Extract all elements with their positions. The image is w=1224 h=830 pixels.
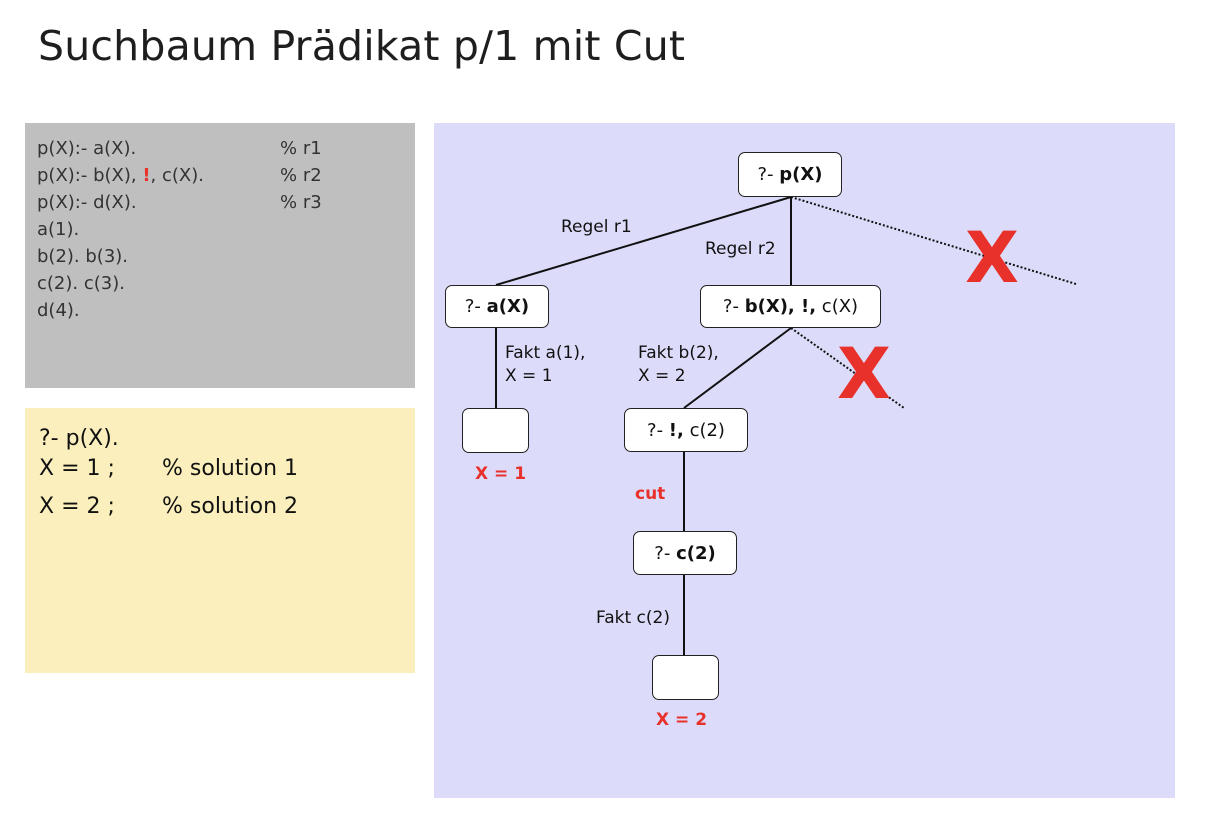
edge-label-fakt-b-binding: X = 2	[638, 366, 686, 386]
empty-goal-node-2	[652, 655, 719, 700]
node-prefix: ?-	[647, 419, 669, 441]
program-fact-d: d(4).	[37, 300, 80, 321]
tree-node-a: ?- a(X)	[445, 285, 549, 328]
answer-binding-1: X = 1 ;	[39, 456, 115, 481]
program-line-code: , c(X).	[150, 165, 204, 186]
program-panel: p(X):- a(X). % r1 p(X):- b(X), !, c(X). …	[25, 123, 415, 388]
node-goal: c(2)	[676, 542, 716, 564]
tree-node-c: ?- c(2)	[633, 531, 737, 575]
node-prefix: ?-	[757, 164, 780, 185]
page-title: Suchbaum Prädikat p/1 mit Cut	[38, 22, 686, 70]
node-prefix: ?-	[654, 542, 677, 564]
edge-label-cut: cut	[635, 484, 666, 504]
answer-binding-2: X = 2 ;	[39, 494, 115, 519]
edge-label-r2: Regel r2	[705, 239, 776, 259]
program-line-r1: p(X):- a(X).	[37, 137, 136, 161]
answer-comment-1: % solution 1	[162, 456, 299, 481]
tree-node-cut: ?- !, c(2)	[624, 408, 748, 452]
prune-x-icon: X	[837, 333, 891, 415]
program-line-r2: p(X):- b(X), !, c(X).	[37, 164, 204, 188]
node-goal: a(X)	[486, 296, 530, 317]
edge-label-fakt-c: Fakt c(2)	[596, 608, 670, 628]
query-panel: ?- p(X). X = 1 ; % solution 1 X = 2 ; % …	[25, 408, 415, 673]
program-line-r3: p(X):- d(X).	[37, 191, 137, 215]
edge-root-to-a	[495, 196, 792, 286]
tree-node-b: ?- b(X), !, c(X)	[700, 285, 881, 328]
node-prefix: ?-	[464, 296, 487, 317]
node-goal-rest: c(2)	[683, 419, 725, 441]
prune-x-icon: X	[965, 217, 1019, 299]
program-comment-r2: % r2	[280, 165, 322, 186]
program-line-code: p(X):- a(X).	[37, 138, 137, 159]
empty-goal-node-1	[462, 408, 529, 453]
program-fact-c: c(2). c(3).	[37, 273, 125, 294]
node-goal-bold: !,	[668, 419, 684, 441]
node-prefix: ?-	[722, 296, 745, 317]
edge-label-fakt-a-binding: X = 1	[505, 366, 553, 386]
tree-edges	[495, 196, 1077, 655]
tree-node-root: ?- p(X)	[738, 152, 842, 197]
edge-b-to-cut	[683, 327, 792, 409]
program-comment-r3: % r3	[280, 192, 322, 213]
edge-label-fakt-a: Fakt a(1),	[505, 343, 586, 363]
program-comment-r1: % r1	[280, 138, 322, 159]
result-label-1: X = 1	[475, 464, 527, 484]
result-label-2: X = 2	[656, 710, 708, 730]
node-goal-bold: b(X), !,	[744, 296, 817, 317]
program-fact-b: b(2). b(3).	[37, 246, 129, 267]
edge-b-pruned	[790, 327, 905, 409]
answer-comment-2: % solution 2	[162, 494, 299, 519]
node-goal-rest: c(X)	[816, 296, 859, 317]
program-line-code: p(X):- b(X),	[37, 165, 143, 186]
program-line-code: p(X):- d(X).	[37, 192, 137, 213]
edge-root-pruned	[790, 196, 1077, 285]
program-fact-a: a(1).	[37, 219, 80, 240]
edge-label-r1: Regel r1	[561, 217, 632, 237]
node-goal: p(X)	[779, 164, 823, 185]
edge-label-fakt-b: Fakt b(2),	[638, 343, 719, 363]
query-prompt: ?- p(X).	[39, 426, 119, 451]
search-tree-panel: ?- p(X) ?- a(X) ?- b(X), !, c(X) ?- !, c…	[434, 123, 1175, 798]
cut-symbol: !	[142, 165, 151, 186]
